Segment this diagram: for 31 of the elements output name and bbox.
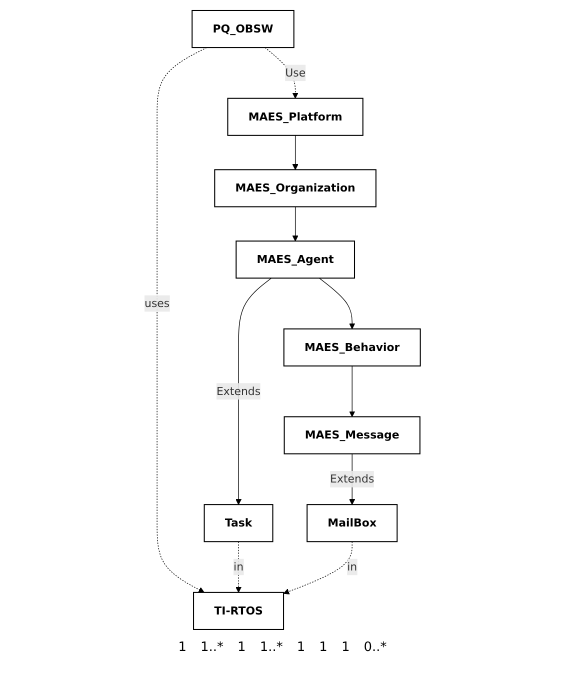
node-box: Task <box>204 504 274 542</box>
node-box: MAES_Behavior <box>283 328 421 366</box>
node-box: MAES_Agent <box>236 240 356 279</box>
edge-label: uses <box>144 296 170 310</box>
edge-label: Extends <box>330 472 374 486</box>
arrow <box>236 278 272 505</box>
arrow <box>264 47 298 99</box>
node-box: MAES_Message <box>284 416 421 454</box>
multiplicity-label: 1 <box>341 640 350 655</box>
arrow <box>292 206 298 242</box>
arrow <box>349 366 356 418</box>
multiplicity-label: 1 <box>238 640 246 655</box>
multiplicity-label: 1 <box>296 640 306 655</box>
edge-label: Use <box>285 66 306 80</box>
multiplicity-label: 0..* <box>364 640 387 655</box>
multiplicity-label: 1..* <box>260 640 283 655</box>
node-box: MAES_Platform <box>227 98 364 136</box>
node-box: TI-RTOS <box>193 592 284 630</box>
node-box: PQ_OBSW <box>192 10 294 48</box>
node-box: MailBox <box>306 504 398 542</box>
multiplicity-label: 1..* <box>200 640 224 655</box>
multiplicity-label: 1 <box>319 640 328 655</box>
edge-label: in <box>347 560 358 574</box>
edge-label: in <box>234 560 244 574</box>
arrow <box>283 541 353 594</box>
edge-label: Extends <box>216 384 261 398</box>
multiplicity-label: 1 <box>178 640 186 655</box>
arrow <box>156 47 208 593</box>
node-box: MAES_Organization <box>214 169 377 208</box>
arrow <box>292 135 298 170</box>
arrow <box>319 278 356 330</box>
